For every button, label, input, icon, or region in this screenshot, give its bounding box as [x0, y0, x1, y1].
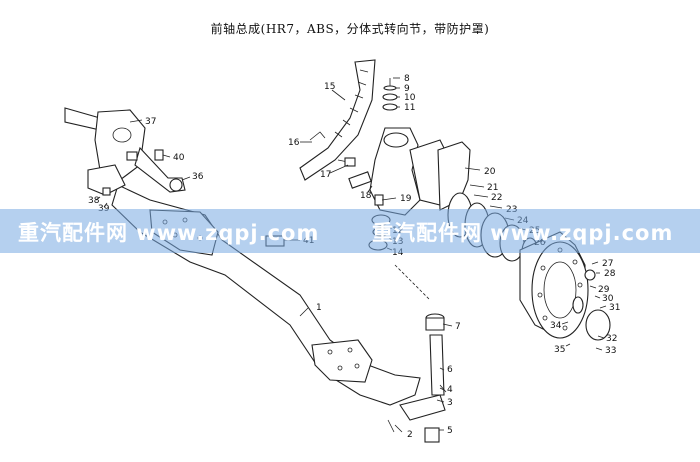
callout-40: 40: [173, 153, 185, 163]
callout-22: 22: [491, 193, 502, 203]
callout-28: 28: [604, 269, 616, 279]
left-steering-knuckle: [64, 107, 186, 196]
callout-7: 7: [455, 322, 461, 332]
callout-5: 5: [447, 426, 453, 436]
callout-30: 30: [602, 294, 614, 304]
wheel-hub: [519, 231, 611, 341]
watermark-band: 重汽配件网 www.zqpj.com 重汽配件网 www.zqpj.com: [0, 209, 700, 253]
watermark-text-right: 重汽配件网 www.zqpj.com: [372, 221, 674, 245]
callout-3: 3: [447, 398, 453, 408]
callout-34: 34: [550, 321, 562, 331]
callout-29: 29: [598, 285, 610, 295]
callout-14: 14: [392, 248, 404, 258]
callout-1: 1: [316, 303, 322, 313]
callout-15: 15: [324, 82, 335, 92]
right-steering-knuckle: [344, 127, 471, 216]
callout-8: 8: [404, 74, 410, 84]
callout-32: 32: [606, 334, 617, 344]
callout-19: 19: [400, 194, 412, 204]
brake-dust-shield: [299, 59, 376, 181]
callout-17: 17: [320, 170, 331, 180]
callout-4: 4: [447, 385, 453, 395]
callout-16: 16: [288, 138, 300, 148]
callout-27: 27: [602, 259, 613, 269]
callout-21: 21: [487, 183, 498, 193]
callout-18: 18: [360, 191, 372, 201]
callout-37: 37: [145, 117, 156, 127]
callout-33: 33: [605, 346, 616, 356]
callout-36: 36: [192, 172, 204, 182]
callout-31: 31: [609, 303, 620, 313]
watermark-text-left: 重汽配件网 www.zqpj.com: [18, 221, 320, 245]
callout-10: 10: [404, 93, 416, 103]
callout-38: 38: [88, 196, 100, 206]
callout-11: 11: [404, 103, 415, 113]
callout-35: 35: [554, 345, 565, 355]
lower-kingpin-parts: [387, 264, 447, 443]
callout-6: 6: [447, 365, 453, 375]
diagram-title: 前轴总成(HR7，ABS，分体式转向节，带防护罩): [210, 22, 490, 36]
callout-2: 2: [407, 430, 413, 440]
callout-20: 20: [484, 167, 496, 177]
callout-9: 9: [404, 84, 410, 94]
